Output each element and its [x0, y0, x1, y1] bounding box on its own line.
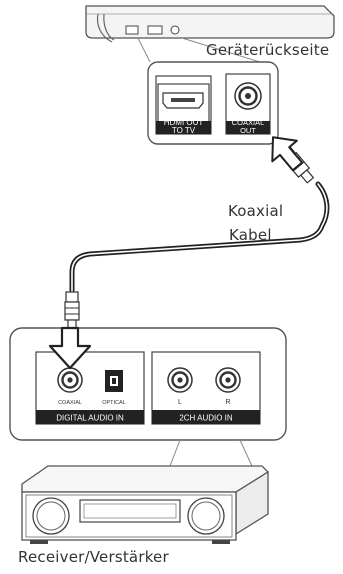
receiver-coaxial-small-label: COAXIAL — [58, 400, 82, 406]
receiver-optical-small-label: OPTICAL — [102, 400, 126, 406]
cable-label-koaxial: Koaxial — [228, 202, 284, 220]
receiver-coaxial-in-jack — [57, 367, 83, 393]
lower-cable-plug — [64, 291, 80, 331]
receiver-device — [21, 465, 270, 544]
cable-label-kabel: Kabel — [229, 226, 272, 244]
receiver-label: Receiver/Verstärker — [18, 548, 169, 566]
receiver-right-jack — [215, 367, 241, 393]
coaxial-out-label-line2: OUT — [240, 126, 256, 135]
receiver-right-label: R — [225, 399, 230, 406]
coaxial-cable — [64, 143, 330, 331]
hdmi-label-line1: HDMI OUT — [164, 118, 204, 127]
digital-audio-in-label: DIGITAL AUDIO IN — [56, 414, 124, 423]
arrow-to-coaxial-out — [271, 136, 304, 172]
player-port-panel — [147, 61, 279, 145]
receiver-left-jack — [167, 367, 193, 393]
arrow-to-coaxial-in — [48, 326, 92, 370]
player-device — [85, 5, 335, 43]
receiver-optical-in-jack — [105, 370, 123, 392]
receiver-left-label: L — [178, 399, 182, 406]
two-ch-audio-in-label: 2CH AUDIO IN — [179, 414, 233, 423]
coaxial-out-port — [225, 73, 271, 135]
coaxial-out-label-line1: COAXIAL — [232, 118, 265, 127]
device-rear-label: Geräterückseite — [206, 41, 330, 59]
hdmi-label-line2: TO TV — [172, 126, 196, 135]
receiver-port-panel — [9, 327, 287, 441]
hdmi-out-port — [155, 75, 212, 135]
